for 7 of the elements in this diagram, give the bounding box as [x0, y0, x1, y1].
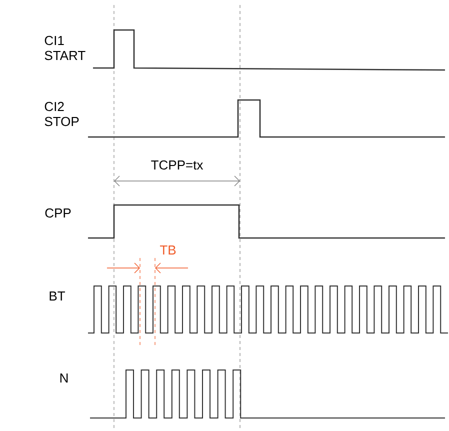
dimension-label: TB [160, 246, 176, 254]
signal-label: N [60, 374, 68, 382]
signal-label: CI2 STOP [44, 102, 79, 126]
signal-label: CPP [45, 208, 71, 218]
signal-label: CI1 START [44, 36, 86, 60]
dimension-label: TCPP=tx [151, 160, 204, 170]
signal-label: BT [50, 292, 65, 300]
